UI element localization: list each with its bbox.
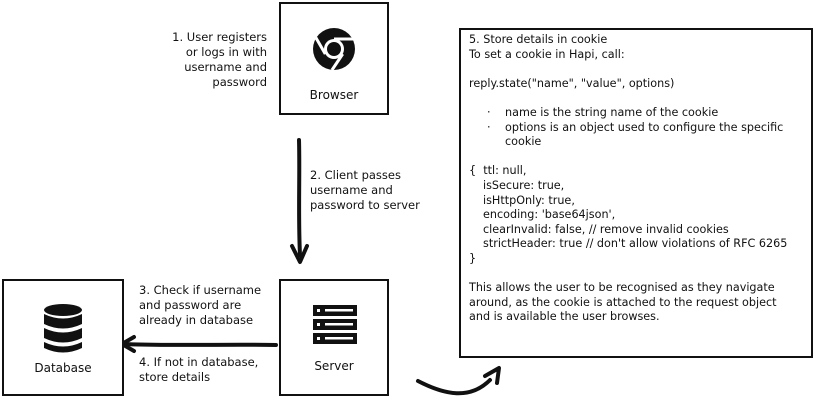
bullet-item: · name is the string name of the cookie xyxy=(469,106,803,121)
options-close: } xyxy=(469,251,477,265)
step-2-line: password to server xyxy=(310,198,420,212)
panel-title: 5. Store details in cookie xyxy=(469,33,608,46)
database-icon xyxy=(44,304,82,353)
footer-line: This allows the user to be recognised as… xyxy=(469,281,775,295)
server-label: Server xyxy=(314,359,354,373)
option-line: strictHeader: true // don't allow violat… xyxy=(483,237,788,251)
step-2-note: 2. Client passes username and password t… xyxy=(310,168,450,213)
footer-line: around, as the cookie is attached to the… xyxy=(469,295,777,309)
step-1-line: 1. User registers xyxy=(172,30,267,44)
step-1-line: password xyxy=(212,75,267,89)
panel-spacer xyxy=(469,150,803,165)
browser-label: Browser xyxy=(309,88,359,102)
option-line: isHttpOnly: true, xyxy=(483,193,575,207)
step-3-line: and password are xyxy=(139,298,242,312)
step-1-note: 1. User registers or logs in with userna… xyxy=(140,30,267,90)
bullet-text: name is the string name of the cookie xyxy=(505,105,719,119)
browser-icon xyxy=(313,28,355,71)
arrow-server-to-cookie-panel xyxy=(416,366,501,396)
panel-call: reply.state("name", "value", options) xyxy=(469,76,675,90)
panel-spacer xyxy=(469,62,803,77)
server-node: Server xyxy=(279,279,389,396)
footer-line: and is available the user browses. xyxy=(469,310,660,324)
option-line: encoding: 'base64json', xyxy=(483,208,616,222)
bullet-text: options is an object used to configure t… xyxy=(505,120,784,149)
step-4-line: store details xyxy=(139,370,211,384)
step-1-line: username and xyxy=(184,60,267,74)
panel-spacer xyxy=(469,267,803,282)
panel-spacer xyxy=(469,91,803,106)
step-1-line: or logs in with xyxy=(185,45,267,59)
step-4-note: 4. If not in database, store details xyxy=(139,355,277,385)
database-node: Database xyxy=(2,279,124,396)
cookie-panel: 5. Store details in cookie To set a cook… xyxy=(459,28,813,358)
step-3-note: 3. Check if username and password are al… xyxy=(139,283,277,328)
step-3-line: 3. Check if username xyxy=(139,283,262,297)
option-line: isSecure: true, xyxy=(483,178,565,192)
bullet-dot: · xyxy=(487,105,491,119)
arrow-server-to-database xyxy=(120,335,278,353)
bullet-dot: · xyxy=(487,120,491,134)
step-2-line: username and xyxy=(310,183,393,197)
arrow-browser-to-server xyxy=(290,138,309,264)
option-line: clearInvalid: false, // remove invalid c… xyxy=(483,222,729,236)
step-3-line: already in database xyxy=(139,313,254,327)
step-2-line: 2. Client passes xyxy=(310,168,401,182)
panel-intro: To set a cookie in Hapi, call: xyxy=(469,47,625,61)
server-icon xyxy=(313,305,357,344)
bullet-item: · options is an object used to configure… xyxy=(469,121,803,150)
database-label: Database xyxy=(34,361,92,375)
options-open: { ttl: null, xyxy=(469,164,527,178)
step-4-line: 4. If not in database, xyxy=(139,355,259,369)
browser-node: Browser xyxy=(279,2,389,115)
